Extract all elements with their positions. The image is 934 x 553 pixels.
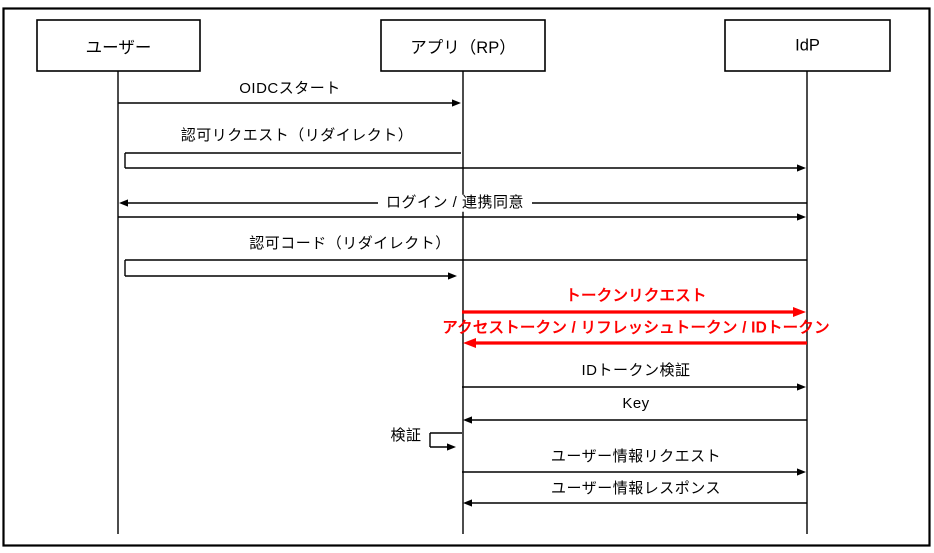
- message-id-token-verify-request: [462, 383, 806, 391]
- actor-box-app: [380, 19, 546, 72]
- arrowhead-right-icon: [447, 443, 456, 451]
- message-label-key-response: Key: [622, 394, 650, 412]
- message-label-token-response: アクセストークン / リフレッシュトークン / IDトークン: [442, 319, 830, 337]
- message-key-response: [463, 416, 807, 424]
- actor-user: [36, 19, 201, 534]
- message-userinfo-response: [463, 499, 807, 507]
- arrowhead-right-icon: [797, 468, 806, 476]
- arrowhead-left-icon: [119, 199, 128, 207]
- actor-label-idp: IdP: [795, 36, 820, 54]
- actor-app: [380, 19, 546, 534]
- actor-box-user: [36, 19, 201, 72]
- message-label-login-consent: ログイン / 連携同意: [377, 194, 533, 212]
- message-label-token-request: トークンリクエスト: [565, 287, 707, 305]
- message-label-id-token-verify-request: IDトークン検証: [581, 361, 691, 379]
- arrowhead-left-icon: [463, 338, 476, 348]
- message-token-request: [462, 307, 806, 317]
- message-label-userinfo-response: ユーザー情報レスポンス: [551, 479, 721, 497]
- arrowhead-right-icon: [797, 383, 806, 391]
- diagram-frame: [2, 7, 931, 547]
- message-label-userinfo-request: ユーザー情報リクエスト: [550, 447, 722, 465]
- message-oidc-start: [118, 99, 461, 107]
- arrowhead-left-icon: [463, 499, 472, 507]
- arrowhead-right-icon: [793, 307, 806, 317]
- message-authz-request-redirect: [124, 152, 806, 172]
- arrowhead-right-icon: [452, 99, 461, 107]
- message-label-verify-self-loop: 検証: [390, 426, 422, 444]
- arrowhead-right-icon: [797, 164, 806, 172]
- message-label-authz-code-redirect: 認可コード（リダイレクト）: [249, 234, 451, 252]
- actor-box-idp: [724, 19, 891, 72]
- message-token-response: [463, 338, 807, 348]
- message-label-authz-request-redirect: 認可リクエスト（リダイレクト）: [180, 126, 414, 144]
- message-authz-code-redirect: [124, 259, 807, 280]
- message-verify-self-loop: [429, 432, 462, 451]
- actor-idp: [724, 19, 891, 534]
- actor-label-user: ユーザー: [85, 38, 152, 57]
- message-userinfo-request: [462, 468, 806, 476]
- arrowhead-left-icon: [463, 416, 472, 424]
- arrowhead-right-icon: [448, 272, 457, 280]
- arrowhead-right-icon: [797, 213, 806, 221]
- message-label-oidc-start: OIDCスタート: [239, 79, 341, 97]
- actor-label-app: アプリ（RP）: [410, 38, 516, 57]
